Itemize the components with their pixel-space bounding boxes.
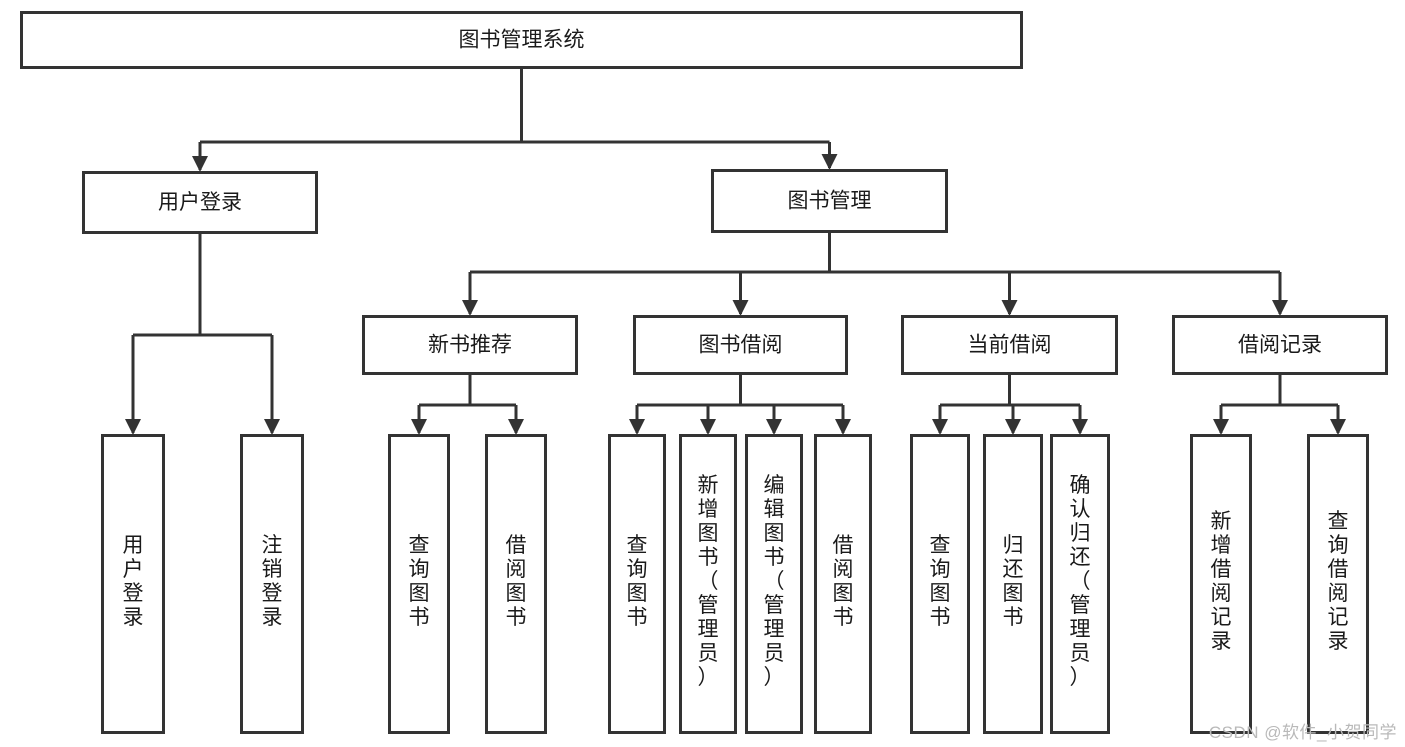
node-current-borrow[interactable]: 当前借阅 (901, 315, 1118, 375)
node-box (1172, 315, 1388, 375)
node-box (633, 315, 848, 375)
node-leaf-query-book-3[interactable]: 查询图书 (910, 434, 970, 734)
node-leaf-query-book-2[interactable]: 查询图书 (608, 434, 666, 734)
node-box (20, 11, 1023, 69)
node-leaf-query-book-1[interactable]: 查询图书 (388, 434, 450, 734)
edge-from-borrow-record (1213, 375, 1346, 435)
edge-from-current-borrow (932, 375, 1088, 435)
node-box (485, 434, 547, 734)
arrow-head-icon (1272, 300, 1288, 316)
node-box (679, 434, 737, 734)
edge-from-book-manage (462, 233, 1288, 316)
arrow-head-icon (1005, 419, 1021, 435)
node-box (711, 169, 948, 233)
node-label: 新增借阅记录 (1211, 510, 1232, 653)
node-box (745, 434, 803, 734)
node-leaf-user-login[interactable]: 用户登录 (101, 434, 165, 734)
node-label: 新书推荐 (428, 334, 512, 357)
arrow-head-icon (1213, 419, 1229, 435)
node-box (1190, 434, 1252, 734)
arrow-head-icon (629, 419, 645, 435)
node-box (910, 434, 970, 734)
node-box (362, 315, 578, 375)
arrow-head-icon (821, 154, 838, 170)
node-label: 确认归还（管理员） (1070, 474, 1091, 689)
node-label: 用户登录 (123, 534, 144, 629)
node-label: 用户登录 (158, 191, 242, 214)
edge-from-user-login (125, 234, 280, 435)
edge-from-new-book-rec (411, 375, 524, 435)
node-box (1050, 434, 1110, 734)
node-new-book-rec[interactable]: 新书推荐 (362, 315, 578, 375)
arrow-head-icon (766, 419, 782, 435)
node-leaf-add-book[interactable]: 新增图书（管理员） (679, 434, 737, 734)
csdn-watermark: CSDN @软件_小贺同学 (1208, 723, 1397, 742)
connector-layer (125, 69, 1346, 435)
node-label: 借阅图书 (833, 534, 854, 629)
node-leaf-borrow-book-2[interactable]: 借阅图书 (814, 434, 872, 734)
node-label: 编辑图书（管理员） (764, 474, 785, 689)
arrow-head-icon (732, 300, 749, 316)
node-label: 图书管理系统 (459, 29, 585, 52)
node-label: 查询图书 (409, 534, 430, 629)
node-box (101, 434, 165, 734)
node-leaf-edit-book[interactable]: 编辑图书（管理员） (745, 434, 803, 734)
node-label: 当前借阅 (968, 334, 1052, 357)
node-box (983, 434, 1043, 734)
arrow-head-icon (932, 419, 948, 435)
node-leaf-user-logout[interactable]: 注销登录 (240, 434, 304, 734)
node-borrow-record[interactable]: 借阅记录 (1172, 315, 1388, 375)
node-box (1307, 434, 1369, 734)
arrow-head-icon (125, 419, 141, 435)
node-box (388, 434, 450, 734)
node-label: 归还图书 (1003, 534, 1024, 629)
node-leaf-return-book[interactable]: 归还图书 (983, 434, 1043, 734)
node-book-manage[interactable]: 图书管理 (711, 169, 948, 233)
edge-from-root (192, 69, 838, 172)
arrow-head-icon (835, 419, 851, 435)
arrow-head-icon (1001, 300, 1018, 316)
node-root[interactable]: 图书管理系统 (20, 11, 1023, 69)
node-box (901, 315, 1118, 375)
node-label: 查询图书 (627, 534, 648, 629)
node-label: 借阅记录 (1238, 334, 1322, 357)
node-label: 新增图书（管理员） (698, 474, 719, 689)
node-user-login[interactable]: 用户登录 (82, 171, 318, 234)
arrow-head-icon (700, 419, 716, 435)
node-label: 注销登录 (262, 534, 283, 629)
node-layer: 图书管理系统用户登录图书管理新书推荐图书借阅当前借阅借阅记录用户登录注销登录查询… (20, 11, 1388, 734)
node-label: 图书借阅 (699, 334, 783, 357)
edge-from-book-borrow (629, 375, 851, 435)
node-box (82, 171, 318, 234)
node-book-borrow[interactable]: 图书借阅 (633, 315, 848, 375)
arrow-head-icon (508, 419, 524, 435)
arrow-head-icon (1330, 419, 1346, 435)
node-label: 查询图书 (930, 534, 951, 629)
arrow-head-icon (264, 419, 280, 435)
node-label: 借阅图书 (506, 534, 527, 629)
node-box (608, 434, 666, 734)
arrow-head-icon (411, 419, 427, 435)
node-box (240, 434, 304, 734)
node-leaf-query-record[interactable]: 查询借阅记录 (1307, 434, 1369, 734)
arrow-head-icon (192, 156, 208, 172)
node-leaf-borrow-book-1[interactable]: 借阅图书 (485, 434, 547, 734)
arrow-head-icon (462, 300, 478, 316)
node-label: 图书管理 (788, 190, 872, 213)
arrow-head-icon (1072, 419, 1088, 435)
node-leaf-add-record[interactable]: 新增借阅记录 (1190, 434, 1252, 734)
node-leaf-confirm-return[interactable]: 确认归还（管理员） (1050, 434, 1110, 734)
node-label: 查询借阅记录 (1328, 510, 1349, 653)
node-box (814, 434, 872, 734)
